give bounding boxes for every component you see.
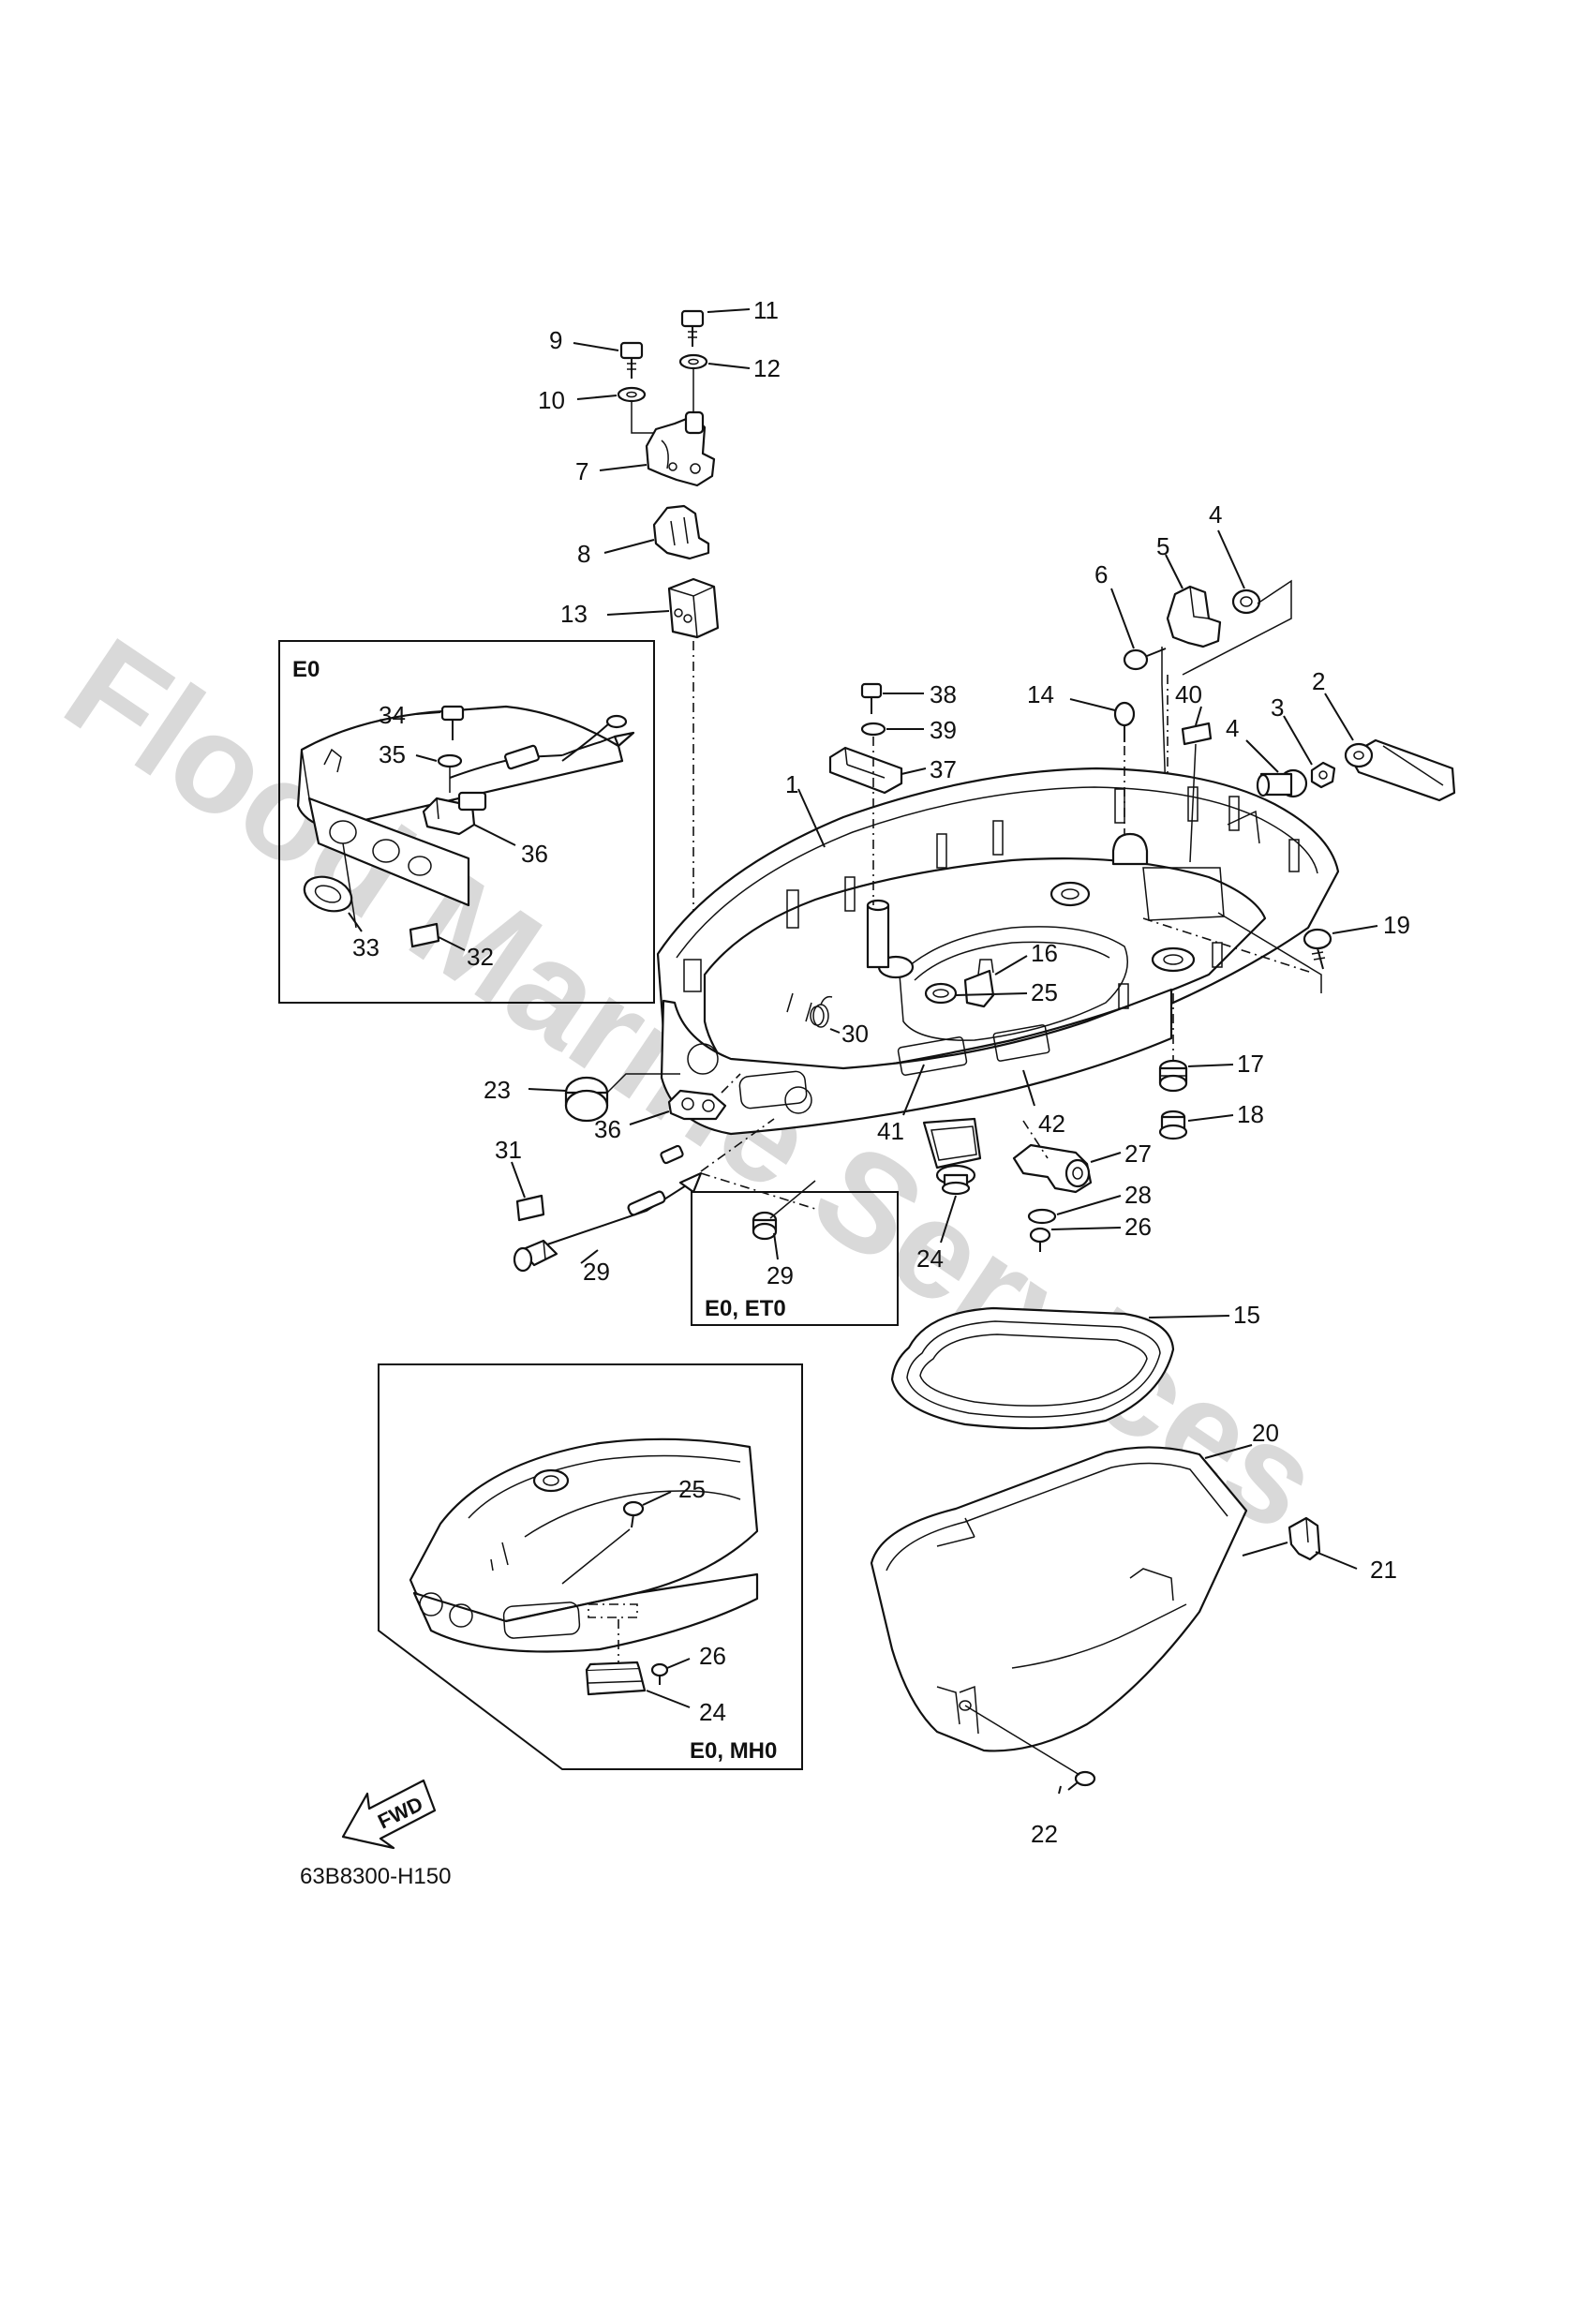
part-label-6: 6: [1094, 560, 1108, 588]
part-label-12: 12: [753, 354, 781, 382]
fwd-arrow-icon: FWD: [341, 1779, 437, 1850]
part-label-5: 5: [1156, 532, 1169, 560]
part-label-19: 19: [1383, 911, 1410, 939]
part-label-25b: 25: [678, 1475, 706, 1503]
part-label-36b: 36: [594, 1115, 621, 1143]
part-label-38: 38: [930, 680, 957, 708]
plug-24-inset: [585, 1661, 647, 1696]
grommet-33: [303, 875, 353, 913]
part-label-29a: 29: [583, 1258, 610, 1286]
diagram-code: 63B8300-H150: [300, 1864, 451, 1889]
part-label-29b: 29: [767, 1261, 794, 1289]
pad-37: [828, 746, 903, 795]
part-label-31: 31: [495, 1136, 522, 1164]
part-label-3: 3: [1271, 693, 1284, 722]
drain-plug-24: [922, 1117, 982, 1196]
part-label-26b: 26: [699, 1642, 726, 1670]
grommet-17: [1158, 1059, 1188, 1093]
part-label-2: 2: [1312, 667, 1325, 695]
part-label-34: 34: [379, 701, 406, 729]
part-label-28: 28: [1124, 1181, 1152, 1209]
inset-e0-tag: E0: [292, 657, 320, 682]
part-label-22: 22: [1031, 1820, 1058, 1848]
part-label-27: 27: [1124, 1140, 1152, 1168]
hose-29: [513, 1144, 703, 1273]
part-label-17: 17: [1237, 1050, 1264, 1078]
part-label-37: 37: [930, 755, 957, 783]
part-label-26a: 26: [1124, 1213, 1152, 1241]
part-labels: 11 9 12 10 7 8 13 4 5 6 34 35 36 33 32 3…: [352, 296, 1410, 1848]
part-label-4b: 4: [1226, 714, 1239, 742]
part-label-25a: 25: [1031, 978, 1058, 1006]
part-label-23: 23: [484, 1076, 511, 1104]
bolt-9: [619, 341, 644, 379]
inset-eo-mho: E0, MH0: [378, 1363, 803, 1770]
clip-21: [1288, 1516, 1321, 1561]
bolt-11: [680, 309, 705, 347]
bottom-cowling-1: [656, 767, 1340, 1136]
bolt-19: [1303, 928, 1332, 970]
part-label-41: 41: [877, 1117, 904, 1145]
part-label-7: 7: [575, 457, 588, 485]
part-label-18: 18: [1237, 1100, 1264, 1128]
part-label-9: 9: [549, 326, 562, 354]
collar-18: [1158, 1110, 1188, 1140]
fitting-16: [963, 959, 995, 1008]
part-label-33: 33: [352, 933, 380, 961]
part-label-42: 42: [1038, 1110, 1065, 1138]
bushing-4-lower: [1256, 768, 1308, 798]
part-label-10: 10: [538, 386, 565, 414]
gasket-15: [890, 1306, 1175, 1430]
clip-30: [810, 1006, 841, 1034]
bracket-27: [1012, 1143, 1093, 1194]
inset-e0: E0: [278, 640, 655, 1004]
lever-2: [1344, 738, 1456, 802]
bracket-assembly: [573, 308, 751, 975]
part-label-11: 11: [753, 296, 779, 324]
part-label-39: 39: [930, 716, 957, 744]
bracket-7: [645, 410, 716, 487]
part-label-13: 13: [560, 600, 588, 628]
part-label-24a: 24: [916, 1244, 944, 1273]
tray-20: [870, 1446, 1248, 1752]
clip-14: [1113, 701, 1136, 742]
inset-eo-eto-tag: E0, ET0: [705, 1296, 786, 1321]
part-label-20: 20: [1252, 1419, 1279, 1447]
grommet-36: [667, 1089, 727, 1121]
part-label-40: 40: [1175, 680, 1202, 708]
bolt-6: [1123, 648, 1167, 671]
part-label-35: 35: [379, 740, 406, 768]
part-label-21: 21: [1370, 1556, 1397, 1584]
part-label-24b: 24: [699, 1698, 726, 1726]
connector-36-inset: [422, 791, 487, 836]
part-label-14: 14: [1027, 680, 1054, 708]
part-label-30: 30: [841, 1020, 869, 1048]
rubber-mount-13: [667, 577, 720, 639]
screw-22: [1067, 1770, 1096, 1791]
part-label-8: 8: [577, 540, 590, 568]
part-label-32: 32: [467, 943, 494, 971]
bracket-8: [652, 504, 710, 560]
part-label-15: 15: [1233, 1301, 1260, 1329]
inset-eo-mho-tag: E0, MH0: [690, 1738, 777, 1764]
part-label-16: 16: [1031, 939, 1058, 967]
inset-eo-eto: E0, ET0: [691, 1191, 899, 1326]
rim-posts: [683, 786, 1300, 1009]
part-label-4a: 4: [1209, 500, 1222, 529]
part-label-1: 1: [785, 770, 798, 798]
part-label-36a: 36: [521, 840, 548, 868]
